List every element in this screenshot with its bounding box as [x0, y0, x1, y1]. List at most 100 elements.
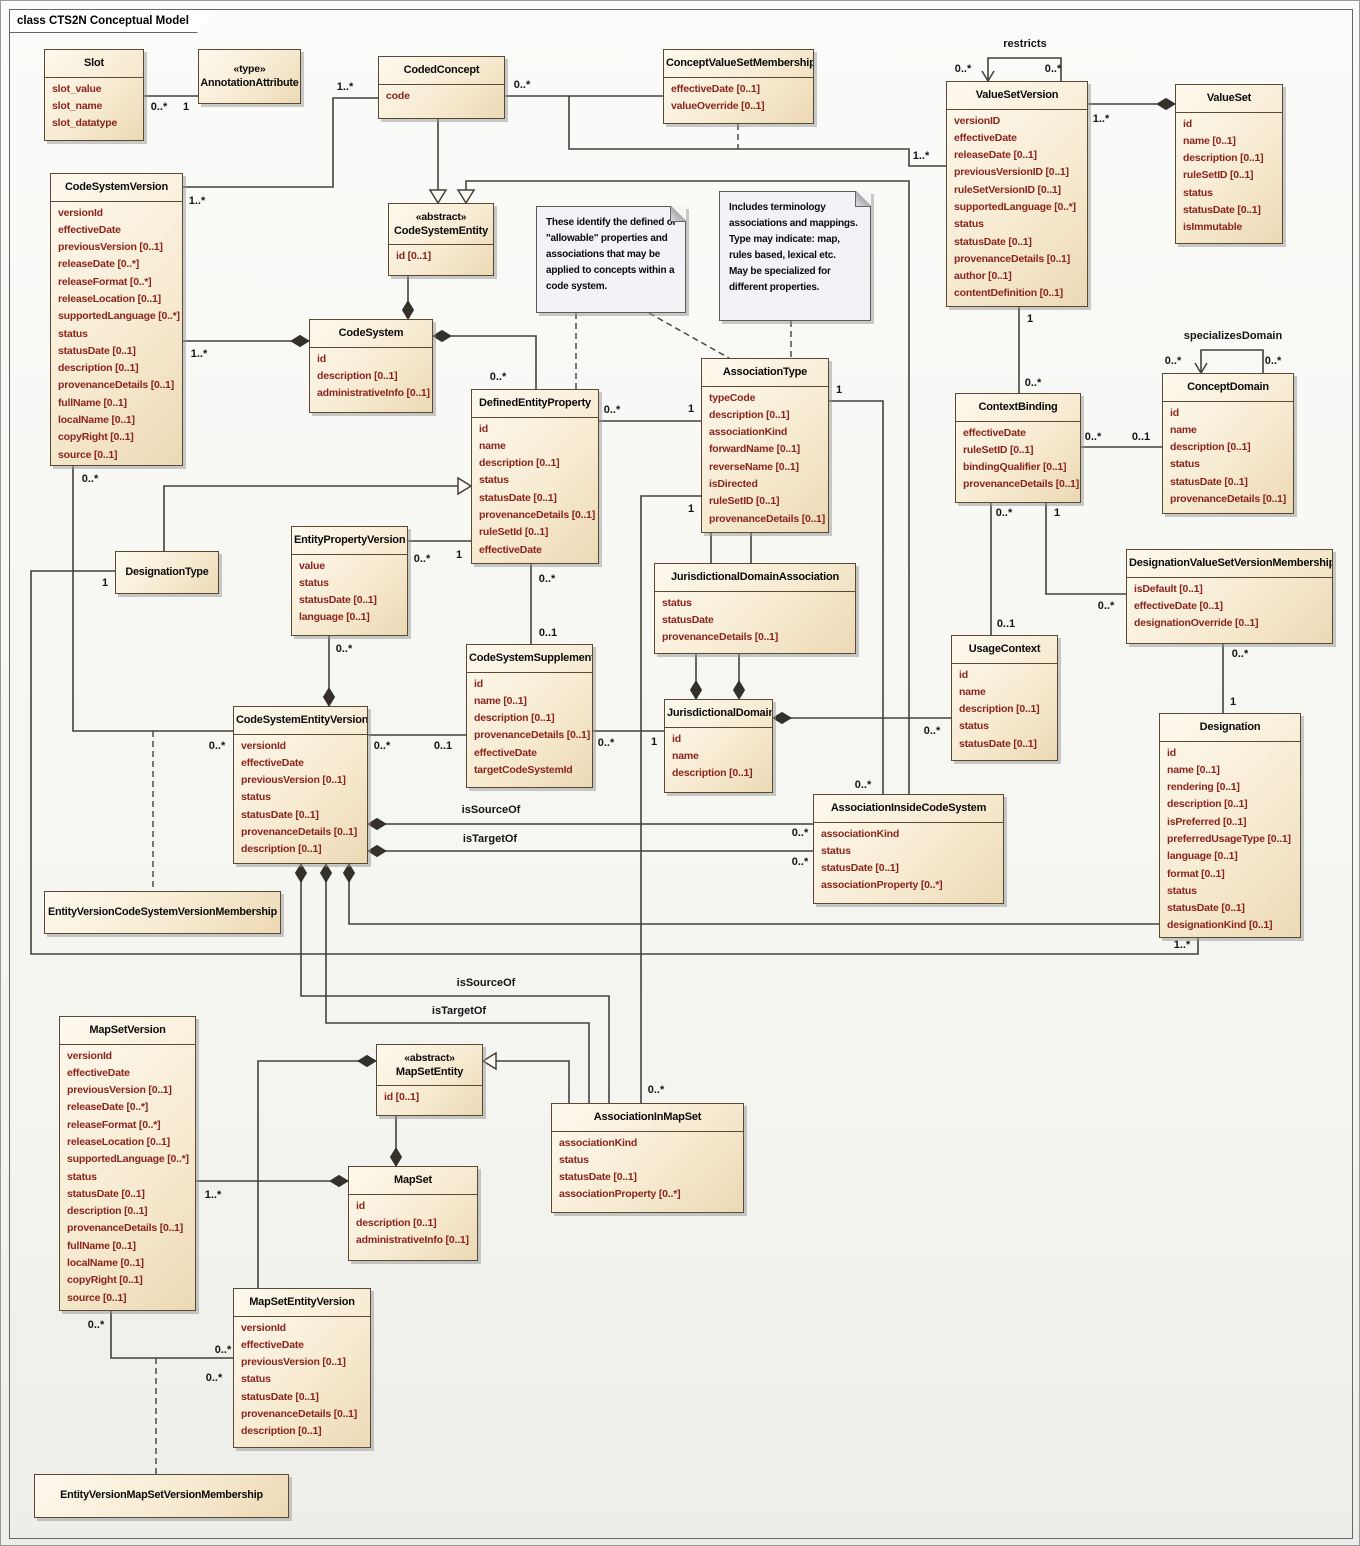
composition-diamond-icon — [389, 1147, 403, 1167]
edge-note1-associationtype[interactable] — [648, 312, 730, 359]
note-terminology-associations[interactable]: Includes terminology associations and ma… — [719, 191, 871, 321]
edge-label: 1..* — [189, 195, 206, 207]
edge-csentityversion-assocInMapSet-target[interactable] — [325, 864, 590, 1103]
attribute: isDefault [0..1] — [1134, 582, 1203, 595]
class-name: MapSetEntityVersion — [234, 1289, 370, 1316]
composition-diamond-icon — [1156, 97, 1176, 111]
class-AnnotationAttribute[interactable]: «type»AnnotationAttribute — [198, 49, 301, 104]
attribute: statusDate [0..1] — [58, 344, 136, 357]
edge-label: 0..* — [924, 725, 941, 737]
edge-mapsetversion-mapsetentityversion[interactable] — [110, 1311, 233, 1359]
attribute: name — [1170, 423, 1197, 436]
class-DesignationType[interactable]: DesignationType — [115, 551, 219, 594]
diagram-frame — [9, 9, 1353, 1539]
composition-diamond-icon — [689, 680, 703, 700]
attribute: description [0..1] — [356, 1216, 437, 1229]
class-name-text: DefinedEntityProperty — [479, 397, 591, 409]
edge-label: 0..* — [1025, 377, 1042, 389]
class-name-text: ValueSetVersion — [975, 89, 1059, 101]
attribute: statusDate [0..1] — [299, 594, 377, 607]
attribute: status — [1167, 884, 1197, 897]
attribute: statusDate [0..1] — [67, 1187, 145, 1200]
attribute: name [0..1] — [1183, 134, 1236, 147]
edge-codesystemversion-csentityversion[interactable] — [72, 466, 233, 732]
attribute-compartment: id [0..1] — [389, 244, 493, 265]
attribute: id — [317, 352, 326, 365]
attribute: designationKind [0..1] — [1167, 919, 1273, 932]
edge-contextbinding-designationvsvmembership[interactable] — [1045, 503, 1126, 595]
edge-mapsetentity-mapsetentityversion[interactable] — [257, 1060, 376, 1288]
attribute: administrativeInfo [0..1] — [317, 387, 430, 400]
edge-associationtype-assocInsideCS[interactable] — [829, 400, 884, 794]
attribute: provenanceDetails [0..1] — [709, 512, 825, 525]
class-name: CodedConcept — [379, 57, 504, 84]
note-fold-corner-icon — [670, 206, 686, 222]
attribute: copyRight [0..1] — [67, 1274, 143, 1287]
edge-label: 0..* — [209, 740, 226, 752]
attribute: statusDate [0..1] — [559, 1171, 637, 1184]
edge-codedconcept-valuesetversion[interactable] — [568, 96, 946, 167]
edge-associationtype-assocInMapSet[interactable] — [640, 495, 701, 1103]
edge-csentityversion-designation[interactable] — [348, 864, 1159, 925]
class-EntityVersionCodeSystemVersionMembership[interactable]: EntityVersionCodeSystemVersionMembership — [44, 891, 281, 934]
attribute: copyRight [0..1] — [58, 431, 134, 444]
attribute: previousVersionID [0..1] — [954, 166, 1069, 179]
attribute: contentDefinition [0..1] — [954, 287, 1063, 300]
attribute: provenanceDetails [0..1] — [479, 508, 595, 521]
attribute: effectiveDate — [474, 746, 537, 759]
edge-label: 0..* — [1045, 63, 1062, 75]
attribute-compartment: id [0..1] — [377, 1085, 482, 1106]
attribute: description [0..1] — [1167, 798, 1248, 811]
edge-conceptdomain-specializes-self[interactable] — [1200, 349, 1264, 373]
attribute: status — [299, 576, 329, 589]
edge-label: 1..* — [1093, 113, 1110, 125]
edge-valuesetversion-restricts-self[interactable] — [987, 57, 1062, 81]
attribute: versionID — [954, 114, 1001, 127]
edge-designationtype-definedentityproperty-gen[interactable] — [163, 485, 471, 551]
edge-codesystemversion-codedconcept[interactable] — [183, 97, 378, 188]
class-EntityVersionMapSetVersionMembership[interactable]: EntityVersionMapSetVersionMembership — [34, 1474, 289, 1518]
edge-designationtype-designation[interactable] — [30, 570, 1199, 955]
edge-label: 0..* — [82, 473, 99, 485]
attribute: description [0..1] — [1170, 441, 1251, 454]
edge-csentityversion-assocInMapSet-source[interactable] — [300, 864, 610, 1103]
edge-assocInMapSet-mapsetentity-gen[interactable] — [483, 1060, 570, 1103]
edge-codesystem-definedentityproperty[interactable] — [433, 335, 537, 389]
edge-label: isTargetOf — [432, 1005, 487, 1017]
class-name: ConceptValueSetMembership — [664, 50, 813, 77]
attribute: name — [959, 685, 986, 698]
note-defined-properties[interactable]: These identify the defined or "allowable… — [536, 206, 686, 313]
attribute: statusDate [0..1] — [959, 737, 1037, 750]
edge-label: 0..* — [598, 737, 615, 749]
